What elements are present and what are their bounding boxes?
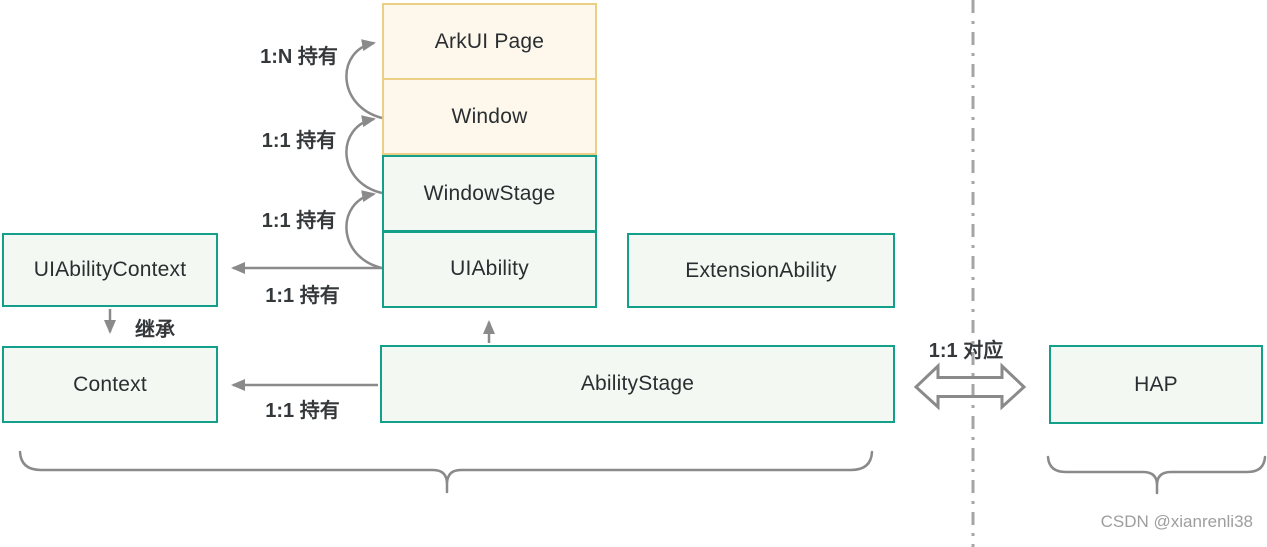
box-uiability: UIAbility — [450, 257, 529, 281]
double-arrow-correspondence-icon — [913, 362, 1027, 411]
box-context: Context — [2, 346, 218, 423]
box-arkui-page: ArkUI Page — [434, 29, 545, 53]
ui-stack-cream-group: ArkUI Page Window — [382, 3, 597, 155]
arrow-uiability-holds-windowstage-icon — [345, 190, 383, 270]
arrow-windowstage-holds-window-icon — [345, 115, 383, 195]
box-hap: HAP — [1049, 345, 1263, 424]
label-inherit: 继承 — [135, 319, 175, 341]
label-11-hold-window: 1:1 持有 — [261, 130, 337, 152]
ui-stack-mint-group: WindowStage UIAbility — [382, 155, 597, 308]
label-11-hold-context: 1:1 持有 — [265, 400, 340, 422]
teal-divider — [384, 230, 595, 233]
label-11-hold-uiabilitycontext: 1:1 持有 — [265, 285, 340, 307]
box-extensionability: ExtensionAbility — [627, 233, 895, 308]
label-1n-hold: 1:N 持有 — [260, 46, 338, 68]
label-11-correspond: 1:1 对应 — [928, 340, 1004, 362]
box-window: Window — [451, 104, 528, 128]
label-11-hold-windowstage: 1:1 持有 — [261, 210, 337, 232]
arrow-window-holds-page-icon — [345, 39, 383, 120]
watermark: CSDN @xianrenli38 — [1100, 512, 1253, 531]
right-group-brace-icon — [1046, 455, 1267, 495]
cream-divider — [384, 78, 595, 80]
box-abilitystage: AbilityStage — [380, 345, 895, 423]
box-windowstage: WindowStage — [423, 181, 556, 205]
left-group-brace-icon — [18, 450, 874, 494]
box-uiabilitycontext: UIAbilityContext — [2, 233, 218, 307]
